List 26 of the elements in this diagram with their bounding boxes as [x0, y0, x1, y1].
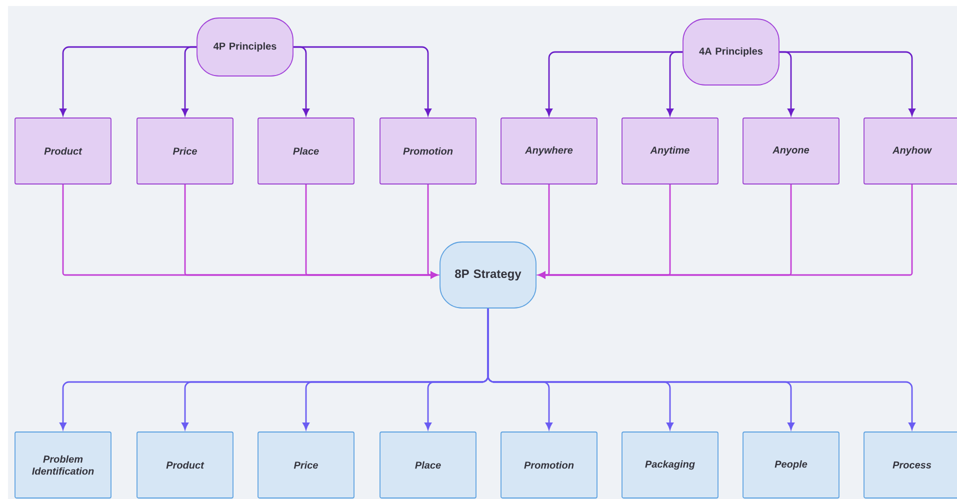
arrow	[666, 51, 683, 116]
process-box: Product	[136, 432, 234, 498]
process-box: Anyhow	[864, 118, 957, 184]
pill: 8P Strategy	[440, 242, 536, 308]
process-box: Price	[136, 118, 234, 184]
process-box: Promotion	[500, 432, 598, 498]
process-box: Product	[14, 118, 112, 184]
process-box: Place	[258, 118, 354, 184]
process-box: Price	[258, 432, 354, 498]
arrow	[487, 308, 916, 430]
process-box: Anytime	[622, 118, 718, 184]
process-box: Packaging	[622, 432, 718, 498]
process-box: Process	[864, 432, 957, 498]
arrow	[182, 46, 197, 116]
process-box: Place	[380, 432, 476, 498]
process-box: People	[742, 432, 840, 498]
pill: 4P Principles	[196, 18, 294, 76]
process-box: Anywhere	[500, 118, 598, 184]
arrow	[538, 184, 913, 278]
arrow	[293, 46, 432, 116]
arrow	[779, 51, 916, 116]
process-box: Anyone	[742, 118, 840, 184]
pill: 4A Principles	[682, 18, 780, 86]
process-box: Problem Identification	[14, 432, 112, 498]
process-box: Promotion	[380, 118, 476, 184]
arrow	[427, 184, 438, 278]
